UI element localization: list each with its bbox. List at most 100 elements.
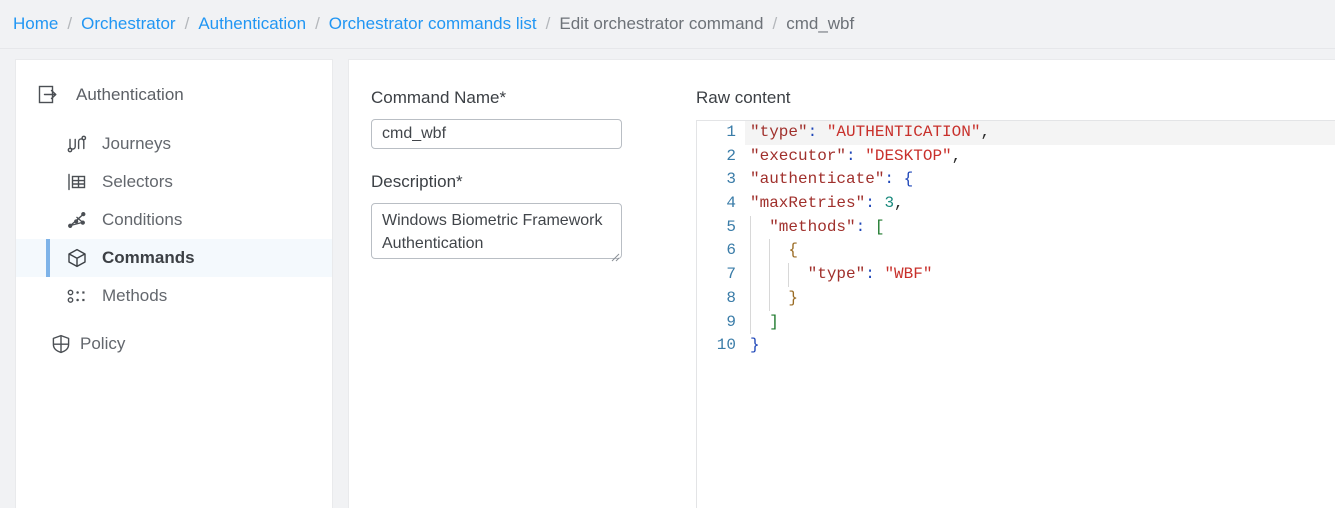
indent-guide bbox=[750, 286, 751, 311]
indent-guide bbox=[769, 239, 771, 264]
breadcrumb: Home / Orchestrator / Authentication / Orchest… bbox=[0, 0, 1335, 49]
code-token-plain bbox=[875, 265, 885, 283]
description-textarea[interactable] bbox=[371, 203, 622, 259]
code-text: } bbox=[745, 334, 1335, 358]
code-token-plain bbox=[817, 123, 827, 141]
code-line[interactable]: 6 { bbox=[697, 239, 1335, 264]
sidebar-header: Authentication bbox=[16, 78, 332, 111]
sidebar-item-label: Policy bbox=[80, 334, 126, 353]
indent-guide bbox=[750, 215, 751, 240]
line-number: 3 bbox=[697, 168, 745, 193]
line-number: 5 bbox=[697, 215, 745, 240]
command-form: Command Name* Description* bbox=[349, 60, 660, 264]
code-line[interactable]: 10} bbox=[697, 334, 1335, 358]
breadcrumb-item-cmd-wbf: cmd_wbf bbox=[786, 14, 855, 33]
code-token-key: "maxRetries" bbox=[750, 194, 866, 213]
code-token-key: "authenticate" bbox=[750, 170, 885, 189]
description-label: Description* bbox=[371, 172, 463, 191]
command-name-label: Command Name* bbox=[371, 88, 507, 107]
shield-icon bbox=[50, 333, 72, 355]
breadcrumb-separator: / bbox=[772, 14, 778, 33]
line-number: 2 bbox=[697, 144, 745, 169]
code-text: { bbox=[745, 239, 1335, 264]
methods-dots-icon bbox=[66, 285, 88, 307]
code-text: ] bbox=[745, 310, 1335, 335]
description-field-wrapper bbox=[371, 203, 622, 264]
code-token-brace2: { bbox=[750, 241, 799, 260]
breadcrumb-item-orchestrator[interactable]: Orchestrator bbox=[81, 14, 176, 33]
breadcrumb-item-home[interactable]: Home bbox=[13, 14, 59, 33]
code-line[interactable]: 2"executor": "DESKTOP", bbox=[697, 144, 1335, 169]
code-token-brace1: { bbox=[903, 170, 914, 189]
code-token-punct: : bbox=[855, 217, 866, 236]
sidebar-item-commands[interactable]: Commands bbox=[16, 239, 332, 277]
code-token-punct: : bbox=[884, 170, 895, 189]
sidebar-footer-list: Policy bbox=[16, 325, 332, 363]
code-token-str: "DESKTOP" bbox=[865, 146, 952, 165]
sidebar-item-policy[interactable]: Policy bbox=[16, 325, 332, 363]
sidebar-header-label: Authentication bbox=[76, 84, 184, 104]
line-number: 6 bbox=[697, 239, 745, 264]
code-token-plain bbox=[894, 170, 904, 188]
indent-guide bbox=[769, 263, 771, 287]
commands-cube-icon bbox=[66, 247, 88, 269]
command-name-input[interactable] bbox=[371, 119, 622, 149]
code-token-punct: : bbox=[865, 265, 875, 284]
code-line[interactable]: 1"type": "AUTHENTICATION", bbox=[697, 121, 1335, 145]
line-number: 9 bbox=[697, 310, 745, 335]
raw-content-section: Raw content 1"type": "AUTHENTICATION",2"… bbox=[696, 60, 1335, 508]
sidebar-item-label: Conditions bbox=[102, 210, 183, 229]
indent-guide bbox=[788, 263, 790, 287]
code-editor[interactable]: 1"type": "AUTHENTICATION",2"executor": "… bbox=[696, 120, 1335, 508]
login-arrow-icon bbox=[38, 84, 59, 105]
code-line[interactable]: 5 "methods": [ bbox=[697, 215, 1335, 240]
indent-guide bbox=[750, 239, 751, 264]
code-token-comma: , bbox=[894, 194, 904, 213]
code-token-key: "methods" bbox=[750, 217, 856, 236]
code-token-key: "executor" bbox=[750, 146, 847, 165]
code-token-plain bbox=[875, 194, 885, 212]
breadcrumb-item-orchestrator-commands-list[interactable]: Orchestrator commands list bbox=[328, 14, 537, 33]
code-token-num: 3 bbox=[884, 194, 895, 213]
sidebar-item-label: Journeys bbox=[102, 134, 171, 153]
code-token-comma: , bbox=[951, 146, 962, 165]
line-number: 4 bbox=[697, 192, 745, 216]
breadcrumb-item-edit-orchestrator-command: Edit orchestrator command bbox=[559, 14, 764, 33]
sidebar-item-selectors[interactable]: Selectors bbox=[16, 163, 332, 201]
code-text: "type": "WBF" bbox=[745, 263, 1335, 287]
code-text: "executor": "DESKTOP", bbox=[745, 145, 1335, 169]
code-text: "maxRetries": 3, bbox=[745, 192, 1335, 216]
code-token-key: "type" bbox=[750, 265, 866, 284]
code-token-str: "AUTHENTICATION" bbox=[826, 123, 981, 141]
code-token-brack: ] bbox=[750, 312, 779, 331]
conditions-icon bbox=[66, 209, 88, 231]
breadcrumb-separator: / bbox=[67, 14, 73, 33]
code-line[interactable]: 9 ] bbox=[697, 310, 1335, 335]
code-line[interactable]: 4"maxRetries": 3, bbox=[697, 192, 1335, 216]
code-text: } bbox=[745, 286, 1335, 311]
sidebar-item-label: Methods bbox=[102, 286, 168, 305]
code-text: "methods": [ bbox=[745, 215, 1335, 240]
sidebar-divider-gap bbox=[16, 315, 332, 325]
breadcrumb-item-authentication[interactable]: Authentication bbox=[198, 14, 307, 33]
sidebar-item-conditions[interactable]: Conditions bbox=[16, 201, 332, 239]
code-token-brack: [ bbox=[874, 217, 885, 236]
sidebar-item-journeys[interactable]: Journeys bbox=[16, 125, 332, 163]
code-token-str: "WBF" bbox=[884, 265, 933, 284]
journeys-icon bbox=[66, 133, 88, 155]
line-number: 10 bbox=[697, 334, 745, 358]
sidebar-item-methods[interactable]: Methods bbox=[16, 277, 332, 315]
sidebar-item-label: Selectors bbox=[102, 172, 173, 191]
code-line[interactable]: 7 "type": "WBF" bbox=[697, 263, 1335, 287]
breadcrumb-separator: / bbox=[315, 14, 320, 33]
code-token-punct: : bbox=[865, 194, 875, 213]
code-token-comma: , bbox=[980, 123, 991, 141]
breadcrumb-separator: / bbox=[184, 14, 190, 33]
breadcrumb-separator: / bbox=[545, 14, 551, 33]
indent-guide bbox=[750, 310, 751, 335]
main-panel: Command Name* Description* Raw content 1… bbox=[348, 59, 1335, 508]
code-line[interactable]: 3 "authenticate": { bbox=[697, 168, 1335, 193]
code-line[interactable]: 8 } bbox=[697, 286, 1335, 311]
